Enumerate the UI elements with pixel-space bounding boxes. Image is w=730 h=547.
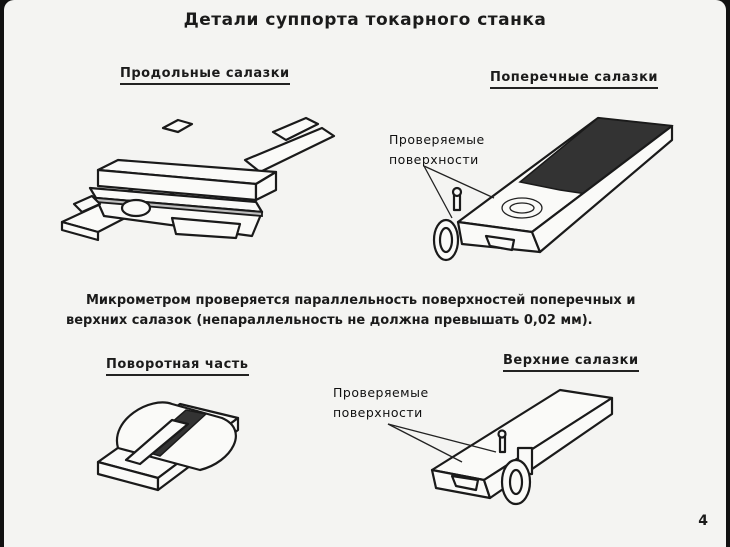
label-longitudinal-slide: Продольные салазки <box>120 66 290 85</box>
caption-line-1: Микрометром проверяется параллельность п… <box>86 293 636 308</box>
caption-line-2: верхних салазок (непараллельность не дол… <box>66 313 593 328</box>
caption: Микрометром проверяется параллельность п… <box>0 291 730 331</box>
label-upper-slide: Верхние салазки <box>503 353 639 372</box>
longitudinal-slide-drawing <box>60 116 336 242</box>
upper-slide-drawing <box>387 388 614 506</box>
callout-cross-line-2: поверхности <box>389 152 479 167</box>
slide-title: Детали суппорта токарного станка <box>183 10 547 30</box>
callout-cross-line-1: Проверяемые <box>389 132 485 147</box>
callout-upper-line-1: Проверяемые <box>333 385 429 400</box>
page-number: 4 <box>698 513 708 529</box>
swivel-part-drawing <box>96 401 240 492</box>
callout-upper-line-2: поверхности <box>333 405 423 420</box>
cross-slide-drawing <box>423 116 674 262</box>
callout-upper-slide: Проверяемые поверхности <box>333 383 429 423</box>
label-swivel-part: Поворотная часть <box>106 357 249 376</box>
label-cross-slide: Поперечные салазки <box>490 70 658 89</box>
callout-cross-slide: Проверяемые поверхности <box>389 130 485 170</box>
